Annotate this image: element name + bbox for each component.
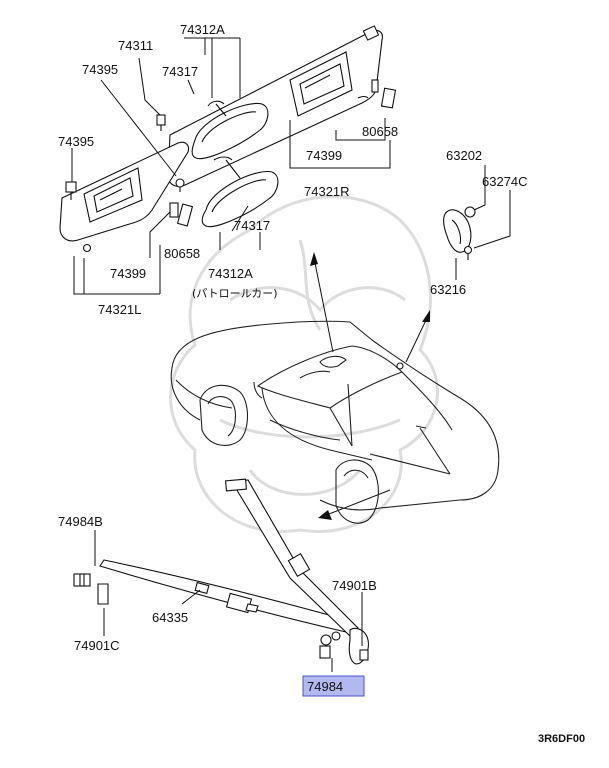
right-sun-visor bbox=[167, 25, 383, 187]
callout-74901c[interactable]: 74901C bbox=[74, 638, 120, 653]
callout-74399-l[interactable]: 74399 bbox=[110, 266, 146, 281]
callout-patrol-car-note: (パトロールカー) bbox=[192, 287, 278, 300]
seat-belt-assembly bbox=[73, 478, 369, 665]
top-leader-lines bbox=[71, 37, 391, 295]
rearview-mirror-lower bbox=[201, 156, 279, 228]
callout-74399-r[interactable]: 74399 bbox=[306, 148, 342, 163]
callout-74984-highlight bbox=[302, 675, 365, 697]
diagram-code: 3R6DF00 bbox=[538, 733, 585, 745]
callout-80658-l[interactable]: 80658 bbox=[164, 246, 200, 261]
callout-74317-a[interactable]: 74317 bbox=[162, 64, 198, 79]
callout-74901b[interactable]: 74901B bbox=[332, 578, 377, 593]
left-sun-visor bbox=[59, 141, 190, 242]
callout-74395-b[interactable]: 74395 bbox=[58, 134, 94, 149]
callout-74395-a[interactable]: 74395 bbox=[82, 62, 118, 77]
callout-64335[interactable]: 64335 bbox=[152, 610, 188, 625]
assist-grip bbox=[442, 165, 511, 280]
callout-74312a-bottom[interactable]: 74312A bbox=[208, 266, 253, 281]
callout-74984b[interactable]: 74984B bbox=[58, 514, 103, 529]
callout-74311[interactable]: 74311 bbox=[118, 38, 153, 53]
locator-arrows bbox=[310, 252, 430, 520]
watermark-emblem bbox=[169, 195, 439, 533]
bottom-leader-lines bbox=[94, 530, 363, 672]
callout-63202[interactable]: 63202 bbox=[446, 148, 482, 163]
callout-74984[interactable]: 74984 bbox=[307, 679, 343, 694]
callout-74321r[interactable]: 74321R bbox=[304, 184, 350, 199]
callout-74312a-top[interactable]: 74312A bbox=[180, 22, 225, 37]
callout-63274c[interactable]: 63274C bbox=[482, 174, 528, 189]
callout-labels: 74312A 74311 74395 74317 74395 80658 743… bbox=[58, 22, 585, 745]
callout-74317-b[interactable]: 74317 bbox=[234, 218, 270, 233]
callout-63216[interactable]: 63216 bbox=[430, 282, 466, 297]
visor-clips-and-screws bbox=[82, 79, 397, 253]
rearview-mirror-upper bbox=[191, 100, 269, 160]
callout-80658-r[interactable]: 80658 bbox=[362, 124, 398, 139]
car-outline bbox=[170, 320, 500, 524]
callout-74321l[interactable]: 74321L bbox=[98, 302, 141, 317]
